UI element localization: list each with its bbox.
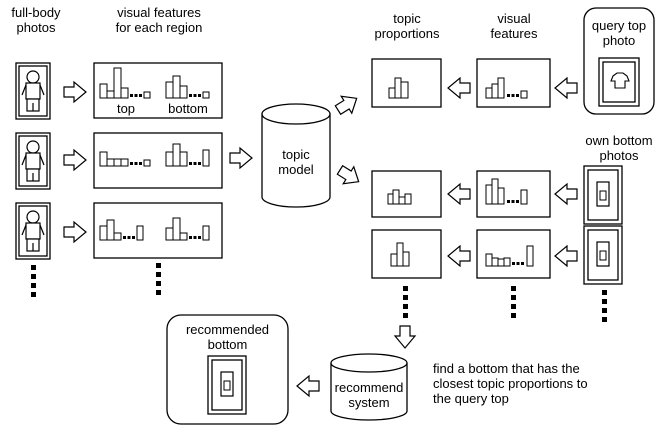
bottom-topic-proportions-box-2 [371,229,442,279]
label-own-bottom-photos: own bottom photos [585,133,653,163]
query-visual-features-box [476,58,551,108]
full-body-photo-2 [15,132,51,190]
recommend-system-cylinder [330,353,408,421]
query-top-photo-frame [583,7,655,115]
ellipsis-dots-photos [31,265,36,297]
label-topic-proportions: topic proportions [374,11,440,41]
arrow-photo-to-features-1 [63,81,87,103]
arrow-to-recommend-system [394,325,416,349]
ellipsis-dots-features [156,263,161,295]
label-full-body-photos: full-body photos [11,5,61,35]
ellipsis-dots-bottom-features [511,286,516,318]
label-query-top-photo: query top photo [591,18,647,48]
bottom-visual-features-box-1 [476,170,551,218]
arrow-query-photo-to-features [554,77,578,99]
full-body-photo-1 [15,62,51,120]
label-recommend-system: recommend system [334,380,404,410]
own-bottom-photo-2 [583,225,623,285]
arrow-photo-to-features-2 [63,149,87,171]
arrow-model-to-bottom-proportions [334,160,365,191]
arrow-bottom-photo-to-features-2 [554,245,578,267]
own-bottom-photo-1 [583,165,623,225]
arrow-bottom-photo-to-features-1 [554,183,578,205]
arrow-bottom-features-to-proportions-2 [447,245,471,267]
label-recommended-bottom: recommended bottom [185,322,270,352]
arrow-query-features-to-proportions [447,77,471,99]
region-features-box-2 [93,132,223,189]
full-body-photo-3 [15,202,51,260]
arrow-features-to-topic-model [229,147,253,169]
label-topic-model: topic model [278,147,314,177]
bottom-visual-features-box-2 [476,229,551,279]
ellipsis-dots-proportions [403,286,408,318]
ellipsis-dots-bottom-photos [602,290,607,322]
bottom-topic-proportions-box-1 [371,170,442,218]
arrow-bottom-features-to-proportions-1 [447,183,471,205]
label-visual-features: visual features [490,11,538,41]
arrow-photo-to-features-3 [63,221,87,243]
recommended-bottom-frame [166,314,289,425]
query-topic-proportions-box [371,58,442,108]
region-features-box-3 [93,202,223,259]
topic-model-cylinder [261,103,331,208]
arrow-model-to-query-proportions [332,89,363,120]
label-find-bottom: find a bottom that has the closest topic… [433,361,588,406]
label-bottom: bottom [168,101,208,116]
arrow-system-to-recommended [296,375,320,397]
region-features-box-1 [93,62,223,119]
label-top: top [116,101,136,116]
label-visual-features-region: visual features for each region [115,5,203,35]
